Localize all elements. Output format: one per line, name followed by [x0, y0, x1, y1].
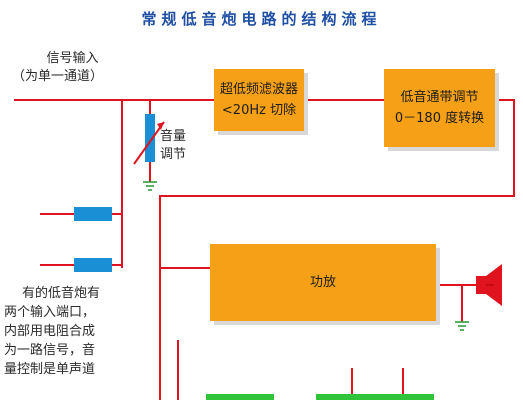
volume-label-line2: 调节	[160, 147, 187, 162]
volume-label-line1: 音量	[160, 129, 187, 144]
lowpass-box-line2: 0－180 度转换	[394, 111, 485, 126]
input-label-line2: （为单一通道）	[12, 69, 104, 84]
amplifier-label: 功放	[309, 275, 336, 290]
ground-symbol-volume	[143, 181, 157, 191]
lowpass-phase-box: 低音通带调节 0－180 度转换	[384, 69, 495, 147]
amplifier-box: 功放	[210, 244, 436, 321]
note-line-2: 两个输入端口，	[4, 305, 96, 320]
diagram-title: 常规低音炮电路的结构流程	[141, 10, 382, 28]
bottom-block-right	[316, 394, 434, 400]
note-line-4: 为一路信号，音	[4, 343, 96, 358]
ground-symbol-amp	[455, 321, 469, 331]
speaker-icon	[476, 264, 502, 306]
bottom-block-left	[206, 394, 274, 400]
volume-potentiometer	[133, 114, 165, 165]
note-line-1: 有的低音炮有	[22, 286, 101, 301]
input-port-1	[74, 207, 112, 221]
volume-label: 音量 调节	[160, 128, 186, 164]
dual-input-note: 有的低音炮有 两个输入端口， 内部用电阻合成 为一路信号，音 量控制是单声道	[4, 284, 100, 379]
note-line-5: 量控制是单声道	[4, 362, 96, 377]
input-label: 信号输入 （为单一通道）	[12, 50, 103, 86]
filter-box-line2: <20Hz 切除	[221, 103, 297, 118]
note-line-3: 内部用电阻合成	[4, 324, 96, 339]
lowpass-box-line1: 低音通带调节	[400, 90, 479, 105]
input-port-2	[74, 258, 112, 272]
filter-box-line1: 超低频滤波器	[219, 82, 298, 97]
lowpass-return-wire	[159, 99, 515, 400]
subsonic-filter-box: 超低频滤波器 <20Hz 切除	[214, 69, 304, 131]
input-label-line1: 信号输入	[46, 51, 99, 66]
